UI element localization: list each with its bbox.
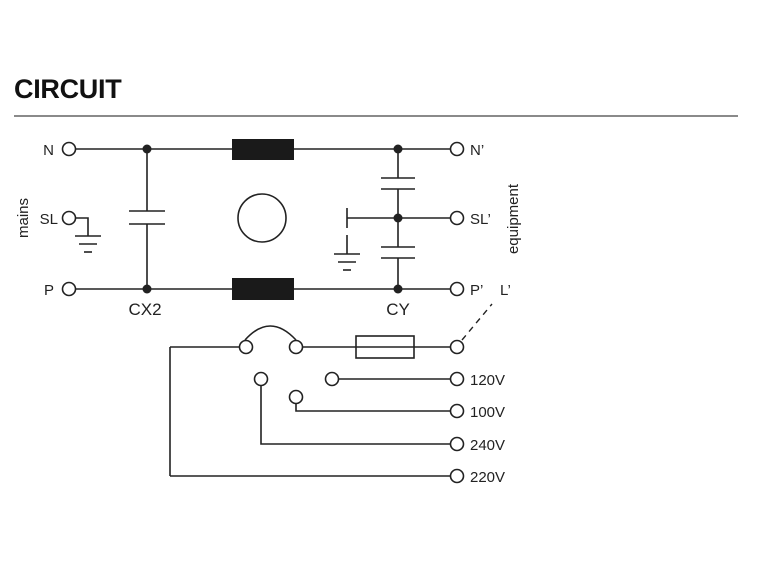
label-100v: 100V [470,404,505,421]
cx2-capacitor [129,144,165,294]
core-symbol [237,193,287,243]
label-240v: 240V [470,437,505,454]
equipment-label: equipment [505,183,522,254]
terminal-l-out [449,339,465,355]
terminal-n [61,141,77,157]
label-p: P [44,282,54,299]
label-cy: CY [386,300,410,319]
page-title: CIRCUIT [14,74,122,104]
cy-capacitor [346,144,450,294]
label-cx2: CX2 [128,300,161,319]
inductor-bottom [232,278,294,300]
label-sl: SL [40,211,58,228]
label-120v: 120V [470,372,505,389]
title-divider [14,115,738,117]
label-220v: 220V [470,469,505,486]
terminal-p [61,281,77,297]
mains-label: mains [15,198,32,238]
label-sl-out: SL’ [470,211,491,228]
junction-dot [142,284,152,294]
label-l-out: L’ [500,282,511,299]
junction-dot [393,284,403,294]
inductor-top [232,139,294,160]
junction-dot [142,144,152,154]
label-p-out: P’ [470,282,483,299]
voltage-selector [169,303,493,484]
label-n-out: N’ [470,142,484,159]
terminal-sl-out [449,210,465,226]
ground-symbol-left [75,217,101,253]
terminal-p-out [449,281,465,297]
label-n: N [43,142,54,159]
junction-dot [393,213,403,223]
ground-symbol-right [334,235,360,271]
terminal-sl [61,210,77,226]
junction-dot [393,144,403,154]
terminal-n-out [449,141,465,157]
